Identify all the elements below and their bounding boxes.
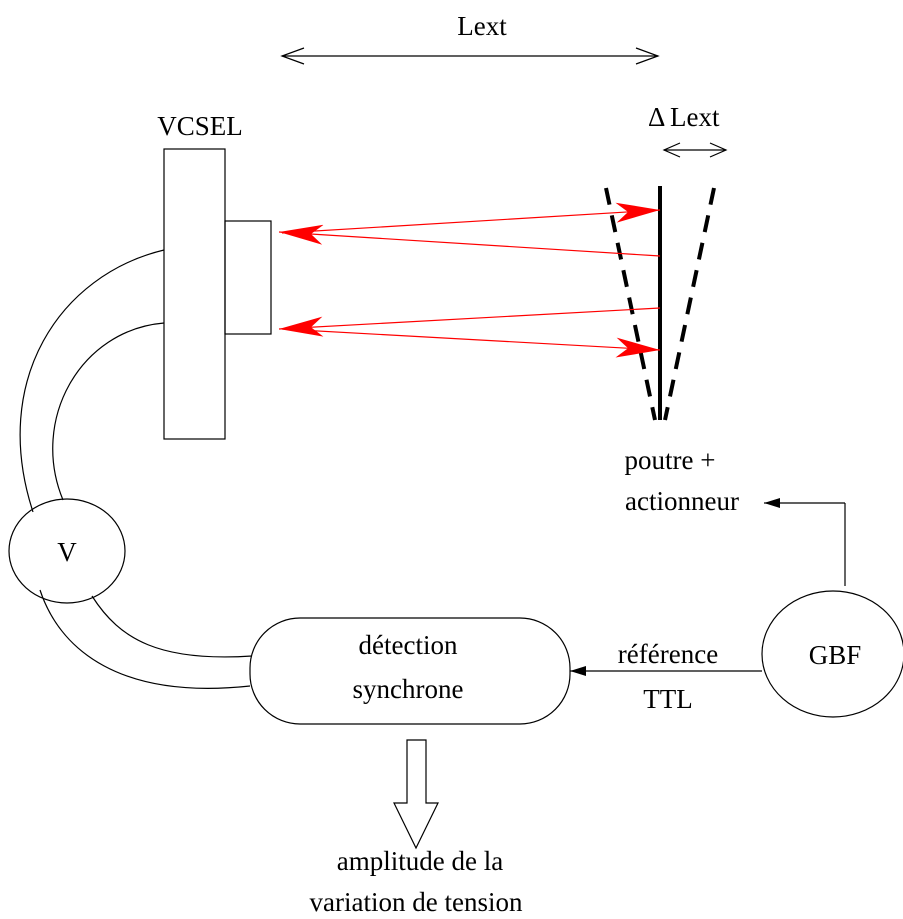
delta-symbol: Δ	[648, 102, 665, 132]
laser-beam-out-lower	[281, 328, 661, 358]
output-label: amplitude de la variation de tension	[310, 846, 523, 917]
function-generator: GBF	[761, 590, 903, 718]
beam-deflected-left	[604, 187, 657, 421]
delta-lext-label: Lext	[670, 102, 720, 132]
delta-arrow-right-head	[709, 142, 728, 158]
ttl-label: TTL	[643, 684, 692, 714]
output-arrow	[393, 739, 439, 850]
voltmeter-to-detection-wires	[39, 589, 253, 689]
beam-label: poutre + actionneur	[625, 445, 739, 516]
voltmeter: V	[8, 498, 126, 604]
beam-deflected-right	[663, 187, 716, 421]
vcsel-emitter	[224, 220, 272, 335]
gbf-to-actuator-connection	[764, 498, 846, 586]
delta-arrow-left-head	[662, 142, 681, 158]
wire-bottom-outer	[39, 589, 251, 689]
lext-arrow-left-head	[280, 47, 305, 65]
reference-label: référence	[618, 639, 718, 669]
lext-label: Lext	[457, 11, 507, 41]
lext-arrow-right-head	[635, 47, 660, 65]
vcsel-label: VCSEL	[157, 111, 243, 141]
lext-dimension: Lext	[280, 11, 660, 65]
vcsel-to-voltmeter-wires	[19, 249, 165, 513]
laser-beams	[278, 202, 661, 358]
synchronous-detection: détection synchrone	[249, 617, 571, 725]
beam-label-line1: poutre +	[625, 445, 716, 475]
reference-signal: référence TTL	[570, 639, 762, 714]
vcsel-body	[163, 148, 226, 440]
delta-lext-dimension: Δ Lext	[648, 102, 728, 158]
wire-inner	[52, 322, 165, 501]
laser-beam-out-upper	[281, 202, 661, 234]
beam-label-line2: actionneur	[625, 486, 739, 516]
detection-label-line1: détection	[359, 630, 458, 660]
wire-bottom-inner	[91, 595, 253, 658]
wire-outer	[19, 249, 165, 513]
vcsel-device: VCSEL	[157, 111, 272, 440]
output-hollow-arrow	[393, 739, 439, 850]
voltmeter-label: V	[57, 537, 77, 567]
detection-label-line2: synchrone	[353, 674, 464, 704]
output-label-line1: amplitude de la	[337, 846, 503, 876]
laser-beam-return-upper	[278, 224, 661, 257]
laser-beam-return-lower	[278, 307, 661, 337]
gbf-label: GBF	[809, 640, 862, 670]
cantilever-beam	[604, 186, 716, 421]
output-label-line2: variation de tension	[310, 887, 523, 917]
voltmeter-circle	[8, 498, 126, 604]
gbf-circle	[761, 590, 903, 718]
